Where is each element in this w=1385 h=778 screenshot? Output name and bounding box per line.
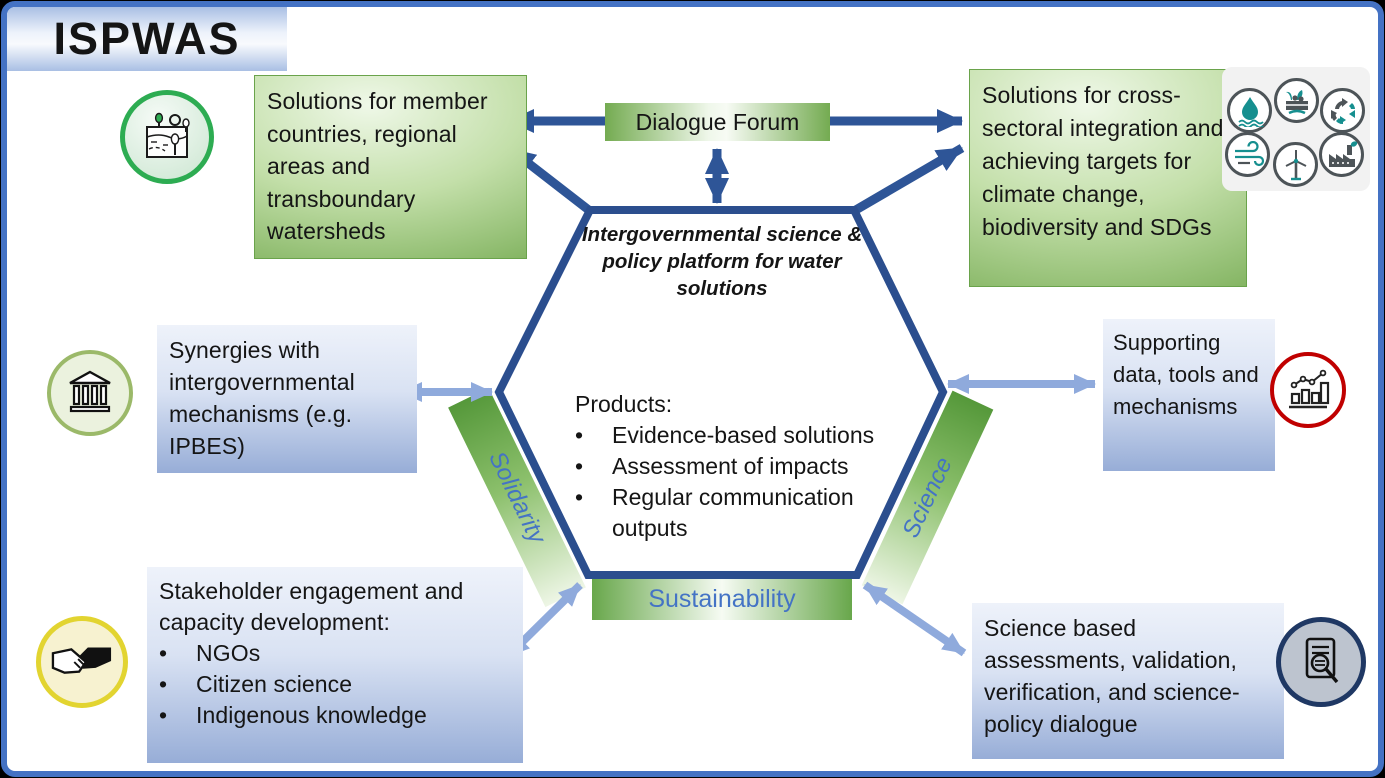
product-item: Regular communication outputs <box>575 482 905 544</box>
ispwas-title: ISPWAS <box>53 13 241 64</box>
science-based-box: Science based assessments, validation, v… <box>972 603 1284 759</box>
green-factory-icon <box>1319 132 1364 177</box>
water-drop-icon <box>1227 88 1272 133</box>
stakeholder-list: NGOs Citizen science Indigenous knowledg… <box>159 638 511 731</box>
products-label: Products: <box>575 391 673 417</box>
chart-glyph <box>1289 369 1330 409</box>
stakeholder-item: Citizen science <box>159 669 511 700</box>
handshake-icon <box>36 616 128 708</box>
wind-turbine-icon <box>1273 142 1318 187</box>
products-list: Evidence-based solutions Assessment of i… <box>575 420 905 544</box>
handshake-glyph <box>51 647 112 674</box>
recycle-icon <box>1320 88 1365 133</box>
dialogue-forum-box: Dialogue Forum <box>605 103 830 141</box>
cross-sectoral-box: Solutions for cross-sectoral integration… <box>969 69 1247 287</box>
document-search-icon <box>1276 617 1366 707</box>
platform-subtitle: Intergovernmental science & policy platf… <box>581 223 863 300</box>
products-block: Products: Evidence-based solutions Asses… <box>575 389 905 544</box>
dialogue-forum-label: Dialogue Forum <box>635 108 800 135</box>
landscape-glyph <box>146 112 190 158</box>
product-item: Assessment of impacts <box>575 451 905 482</box>
sustainability-label: Sustainability <box>648 584 796 613</box>
ispwas-title-box: ISPWAS <box>7 7 287 71</box>
stakeholder-item: NGOs <box>159 638 511 669</box>
institution-glyph <box>69 370 111 413</box>
stakeholder-item: Indigenous knowledge <box>159 700 511 731</box>
stakeholder-heading: Stakeholder engagement and capacity deve… <box>159 578 464 635</box>
document-search-glyph <box>1305 637 1339 684</box>
agriculture-icon <box>1274 78 1319 123</box>
product-item: Evidence-based solutions <box>575 420 905 451</box>
wind-icon <box>1225 132 1270 177</box>
sustainability-band: Sustainability <box>592 578 852 620</box>
data-chart-icon <box>1270 352 1346 428</box>
watershed-landscape-icon <box>120 90 214 184</box>
supporting-box: Supporting data, tools and mechanisms <box>1103 319 1275 471</box>
synergies-box: Synergies with intergovernmental mechani… <box>157 325 417 473</box>
member-countries-box: Solutions for member countries, regional… <box>254 75 527 259</box>
science-based-arrow <box>862 581 967 657</box>
stakeholder-box: Stakeholder engagement and capacity deve… <box>147 567 523 763</box>
institution-icon <box>47 350 133 436</box>
sector-icons-cluster <box>1222 67 1370 191</box>
hexagon-to-topright-arrow <box>851 144 965 215</box>
